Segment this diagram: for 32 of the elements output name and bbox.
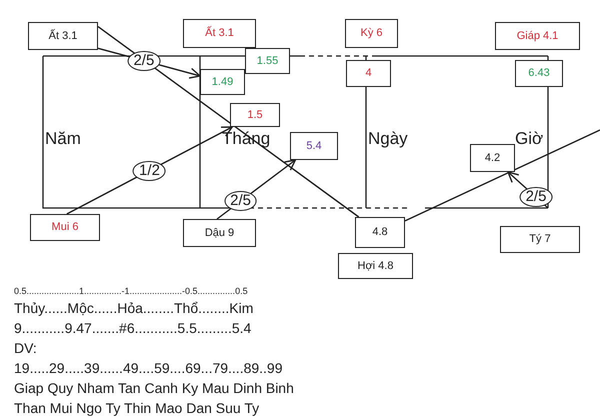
edge-label: 2/5 (127, 50, 160, 71)
value-box: Ất 3.1 (28, 22, 98, 50)
edge-label: 2/5 (520, 187, 552, 208)
note-line: Than Mui Ngo Ty Thin Mao Dan Suu Ty (14, 399, 260, 418)
value-box: 6.43 (515, 60, 563, 87)
line (404, 129, 600, 222)
period-label: Ngày (368, 128, 408, 150)
value-box: 4.2 (470, 144, 515, 172)
value-box: Mui 6 (30, 214, 100, 241)
note-line: 9...........9.47.......#6...........5.5.........5.4 (14, 319, 252, 338)
value-box: 1.55 (245, 48, 290, 74)
edge-label: 1/2 (133, 160, 166, 180)
value-box: Giáp 4.1 (495, 22, 580, 50)
value-box: 4.8 (355, 217, 405, 248)
value-box: 1.49 (200, 69, 245, 95)
value-box: Ất 3.1 (183, 19, 256, 48)
edge-label: 2/5 (224, 191, 257, 212)
value-box: 1.5 (230, 103, 280, 127)
value-box: Dậu 9 (183, 219, 256, 247)
value-box: Kỳ 6 (345, 19, 398, 48)
value-box: Hợi 4.8 (338, 253, 413, 279)
value-box: 5.4 (290, 132, 338, 160)
note-line: 0.5.....................1...............-1.....................-0.5...............0.5 (14, 285, 249, 298)
note-line: Thủy......Mộc......Hỏa........Thổ........Kim (14, 299, 254, 318)
period-label: Năm (45, 128, 81, 150)
note-line: DV: (14, 339, 38, 358)
line (98, 26, 360, 218)
value-box: Tý 7 (500, 226, 580, 253)
note-line: 19.....29.....39......49....59....69...79....89..99 (14, 359, 284, 378)
note-line: Giap Quy Nham Tan Canh Ky Mau Dinh Binh (14, 379, 294, 398)
value-box: 4 (346, 60, 391, 87)
period-label: Giờ (515, 128, 544, 150)
